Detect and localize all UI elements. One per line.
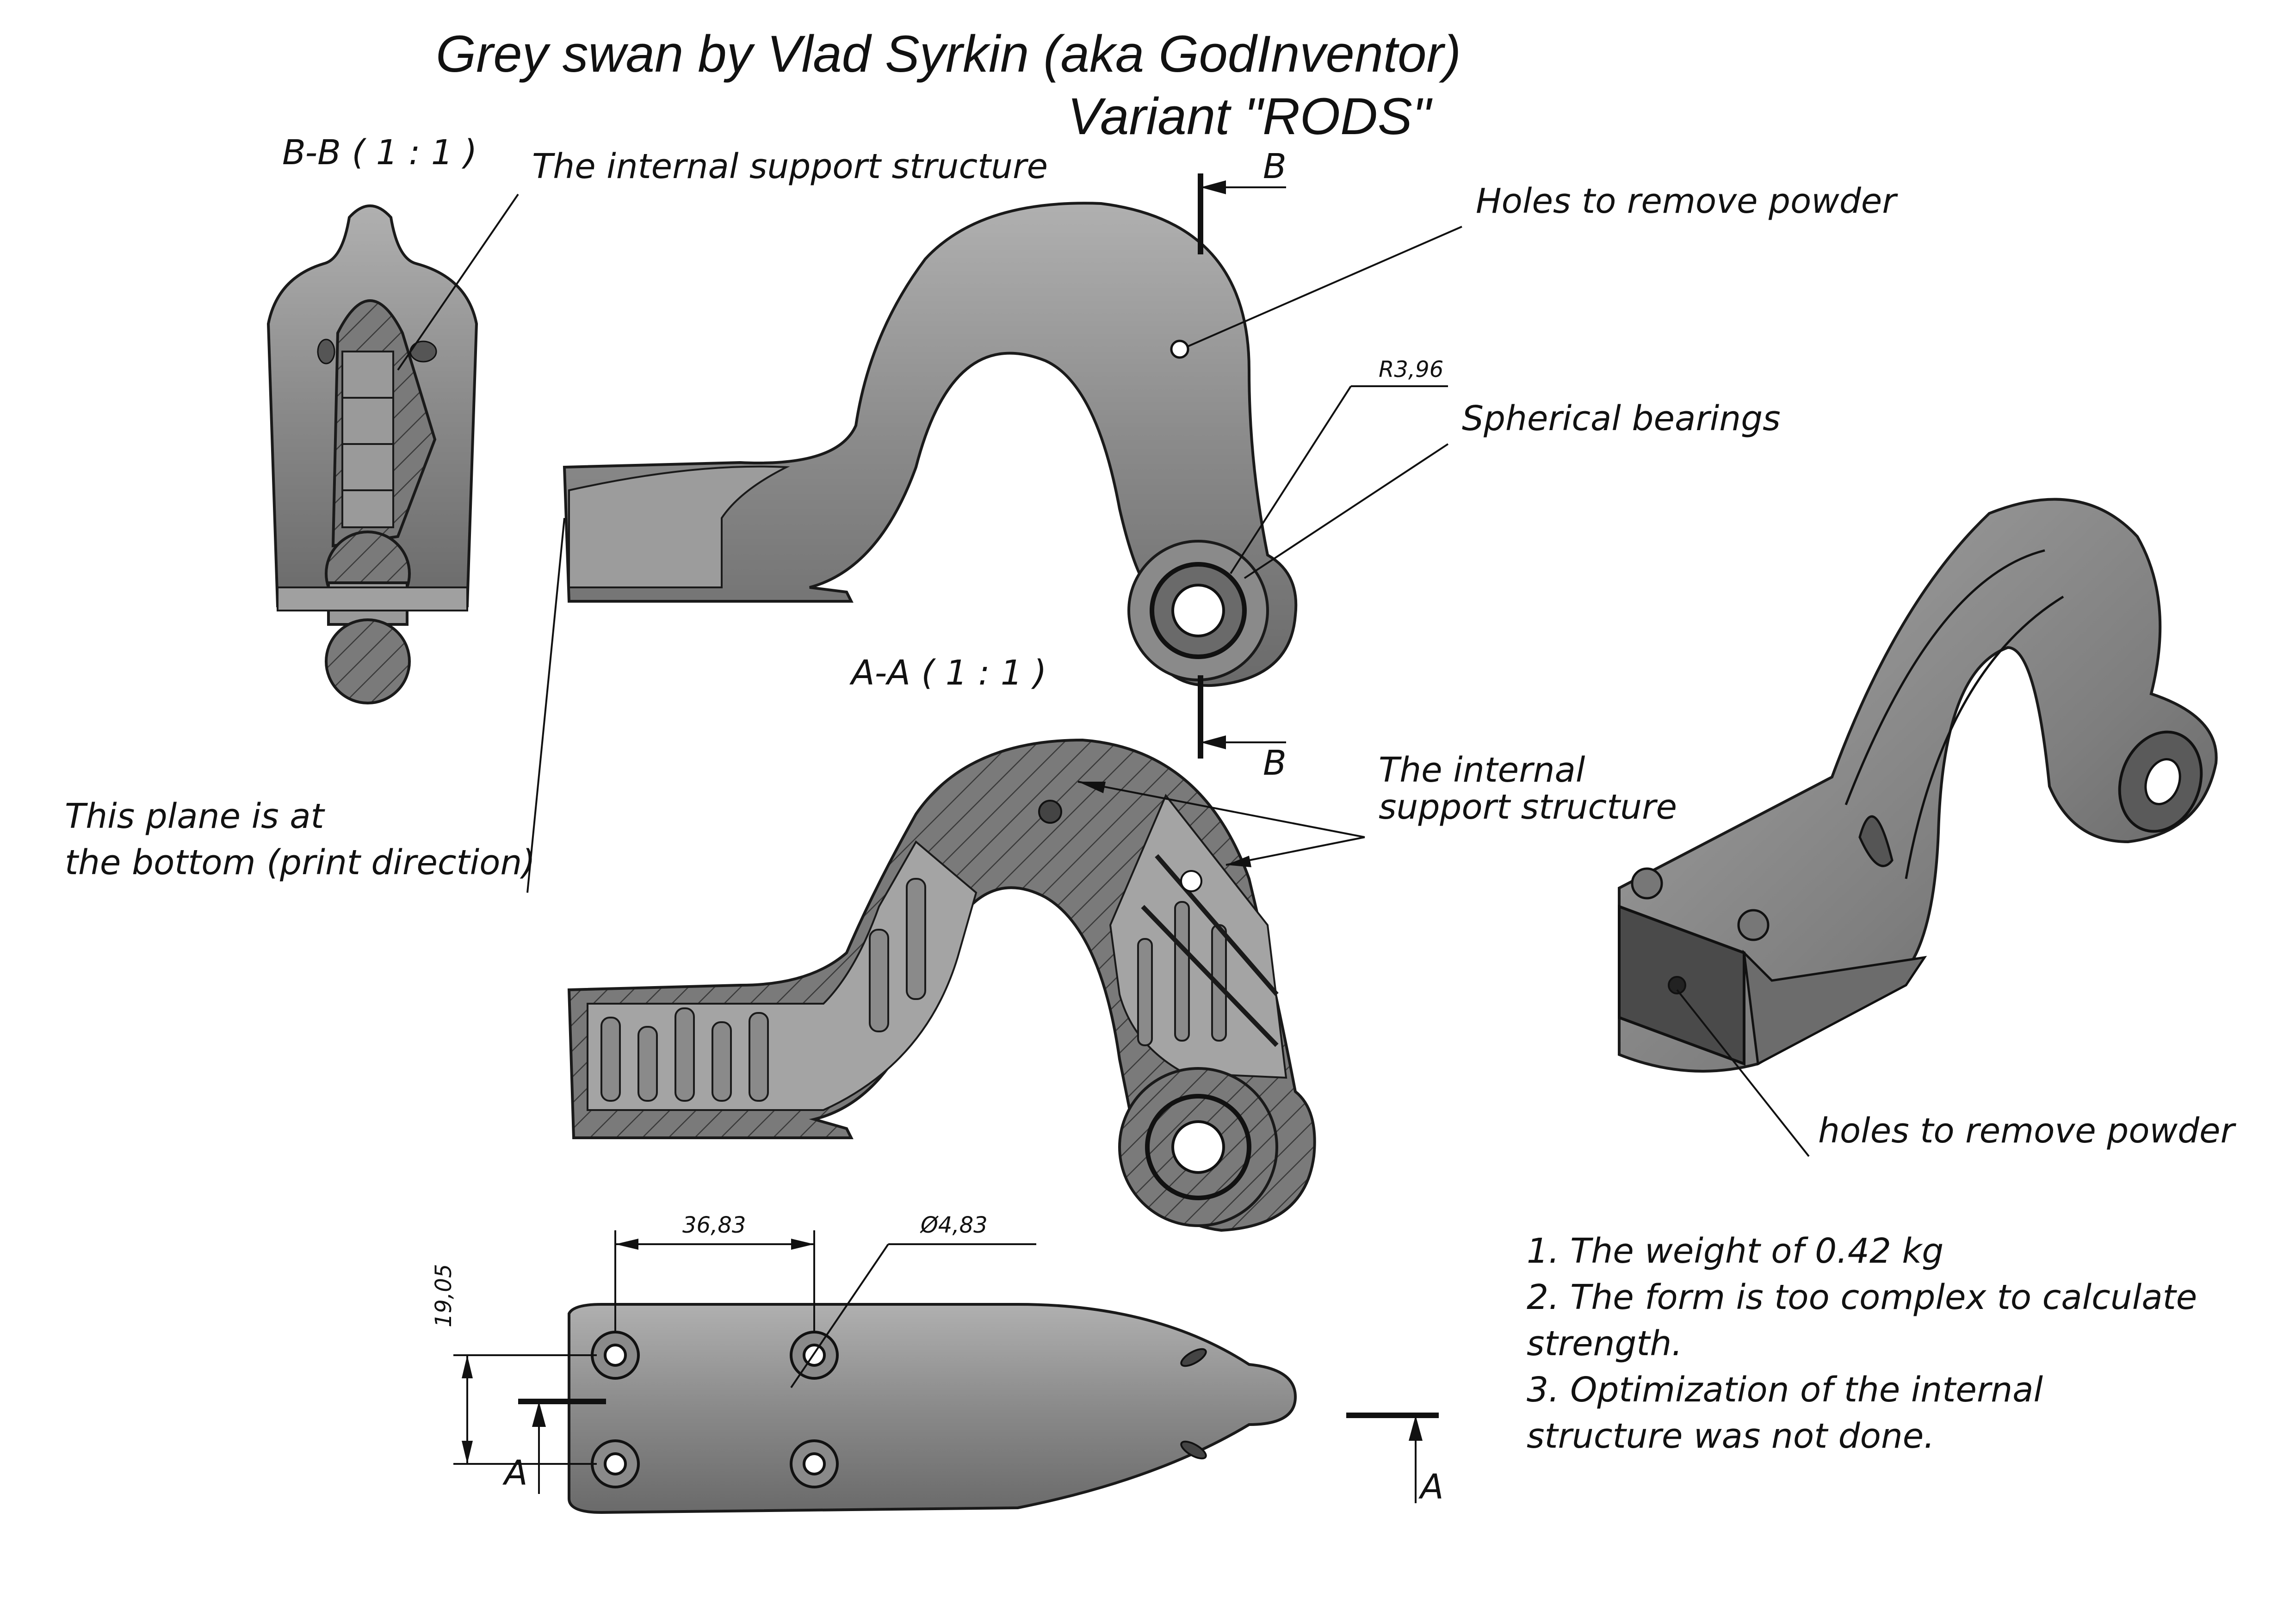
leader-plane — [526, 518, 565, 893]
arrow-head-b-top — [1201, 180, 1226, 194]
leader-diameter — [790, 1243, 889, 1388]
side-view — [563, 202, 1298, 687]
title-line-1: Grey swan by Vlad Syrkin (aka GodInvento… — [436, 25, 1461, 83]
section-b-bottom-label: B — [1263, 743, 1287, 783]
title-line-2: Variant "RODS" — [1068, 87, 1433, 145]
arrow-spacing-right — [791, 1239, 814, 1250]
annotation-holes-bottom: holes to remove powder — [1818, 1111, 2237, 1151]
note-2-continued: strength. — [1527, 1324, 1683, 1364]
arrow-spacing-left — [615, 1239, 638, 1250]
arrow-height-top — [462, 1355, 473, 1378]
section-bb-view — [266, 204, 478, 704]
annotation-internal-support-top: The internal support structure — [532, 147, 1048, 186]
arrow-head-support-2 — [1226, 856, 1251, 867]
note-1: 1. The weight of 0.42 kg — [1527, 1231, 1943, 1271]
leader-internal-support-1 — [1077, 781, 1365, 838]
leader-holes-top — [1186, 226, 1462, 348]
arrow-head-a-right — [1409, 1415, 1423, 1441]
section-b-top-label: B — [1263, 147, 1287, 186]
dimension-height: 19,05 — [431, 1264, 457, 1327]
arrow-head-support-1 — [1078, 782, 1106, 793]
dimension-spacing: 36,83 — [682, 1212, 746, 1238]
section-aa-label: A-A ( 1 : 1 ) — [849, 653, 1046, 693]
annotation-internal-support-line2: support structure — [1379, 787, 1677, 827]
arrow-head-b-bottom — [1201, 735, 1226, 749]
section-a-left-label: A — [502, 1453, 528, 1493]
dimension-diameter: Ø4,83 — [920, 1212, 988, 1238]
arrow-height-bottom — [462, 1441, 473, 1464]
annotation-internal-support-line1: The internal — [1379, 750, 1585, 790]
section-a-right-label: A — [1418, 1467, 1444, 1507]
annotation-holes-top: Holes to remove powder — [1476, 181, 1898, 221]
annotation-plane-line2: the bottom (print direction) — [65, 843, 535, 882]
leader-radius — [1230, 385, 1352, 574]
bottom-view — [568, 1303, 1297, 1514]
note-2: 2. The form is too complex to calculate — [1527, 1277, 2197, 1317]
note-3-continued: structure was not done. — [1527, 1416, 1935, 1456]
leader-spherical-bearings — [1244, 443, 1449, 579]
leader-holes-bottom — [1676, 989, 1810, 1157]
annotation-plane-line1: This plane is at — [65, 796, 326, 836]
dimension-radius: R3,96 — [1379, 357, 1443, 383]
section-aa-view — [567, 738, 1316, 1232]
leader-internal-support-top — [397, 193, 519, 371]
arrow-head-a-left — [532, 1401, 546, 1427]
annotation-spherical-bearings: Spherical bearings — [1462, 399, 1781, 438]
note-3: 3. Optimization of the internal — [1527, 1370, 2043, 1410]
section-bb-label: B-B ( 1 : 1 ) — [282, 133, 477, 173]
isometric-view — [1618, 498, 2218, 1073]
